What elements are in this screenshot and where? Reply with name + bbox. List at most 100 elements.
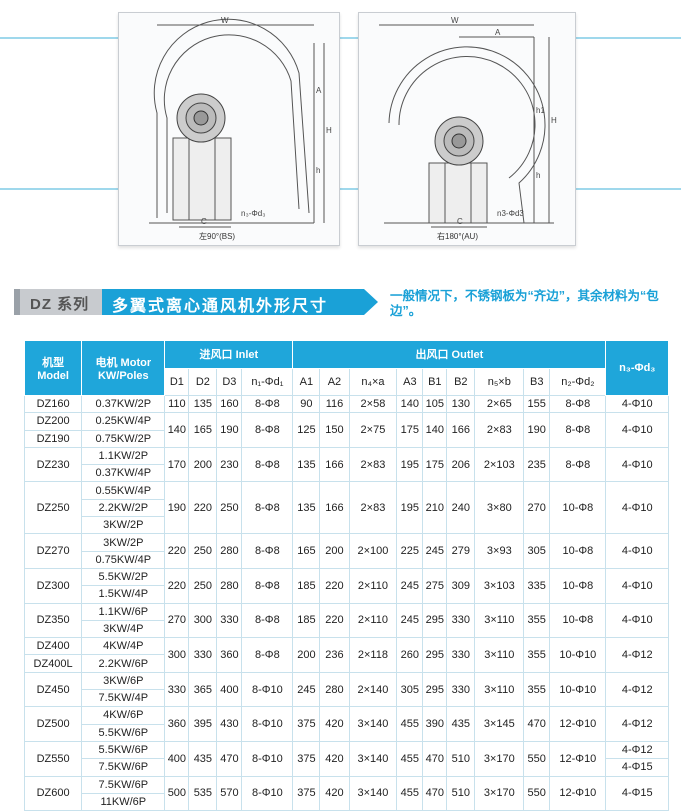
inlet-cell: 300 (188, 602, 218, 639)
inlet-cell: 400 (164, 740, 190, 777)
motor-cell: 0.75KW/4P (81, 550, 166, 569)
subheader-outlet-2: n₄×a (348, 367, 398, 396)
decor-line-top (0, 37, 681, 39)
outlet-cell: 235 (523, 446, 551, 483)
outlet-cell: 3×140 (348, 775, 398, 812)
model-cell: DZ500 (23, 706, 83, 742)
model-cell: DZ230 (23, 446, 83, 483)
inlet-cell: 230 (216, 446, 243, 483)
outlet-cell: 12-Φ10 (549, 706, 607, 742)
outlet-cell: 3×145 (474, 706, 525, 742)
outlet-cell: 355 (523, 602, 551, 639)
motor-cell: 3KW/2P (81, 533, 166, 552)
n3d3-cell: 4-Φ10 (605, 412, 669, 448)
motor-cell: 0.37KW/4P (81, 464, 166, 483)
outlet-cell: 8-Φ8 (549, 394, 607, 414)
n3d3-cell: 4-Φ15 (605, 775, 669, 812)
motor-cell: 1.1KW/6P (81, 602, 166, 621)
outlet-cell: 3×170 (474, 775, 525, 812)
outlet-cell: 295 (422, 671, 448, 708)
n3d3-cell: 4-Φ10 (605, 446, 669, 483)
outlet-cell: 455 (396, 775, 424, 812)
outlet-cell: 10-Φ10 (549, 671, 607, 708)
model-cell: DZ550 (23, 740, 83, 777)
outlet-cell: 166 (319, 446, 350, 483)
outlet-cell: 295 (422, 637, 448, 673)
outlet-cell: 420 (319, 740, 350, 777)
inlet-cell: 8-Φ10 (241, 706, 294, 742)
inlet-cell: 250 (188, 567, 218, 604)
outlet-cell: 330 (446, 602, 476, 639)
outlet-cell: 166 (446, 412, 476, 448)
model-cell: DZ200 (23, 412, 83, 431)
motor-cell: 7.5KW/4P (81, 689, 166, 708)
outlet-cell: 295 (422, 602, 448, 639)
model-cell: DZ450 (23, 671, 83, 708)
outlet-cell: 2×100 (348, 533, 398, 569)
outlet-cell: 155 (523, 394, 551, 414)
dim-c-right: C (457, 217, 463, 226)
inlet-cell: 200 (188, 446, 218, 483)
outlet-cell: 116 (319, 394, 350, 414)
dim-h-upper-left: H (326, 126, 332, 135)
outlet-cell: 175 (422, 446, 448, 483)
model-name: DZ500 (36, 718, 70, 731)
inlet-cell: 8-Φ8 (241, 567, 294, 604)
section-title-text: 多翼式离心通风机外形尺寸 (112, 298, 329, 315)
inlet-cell: 430 (216, 706, 243, 742)
n3d3-cell: 4-Φ12 (605, 706, 669, 742)
table-row: 2.2KW/2P (25, 498, 669, 518)
inlet-cell: 395 (188, 706, 218, 742)
outlet-cell: 2×140 (348, 671, 398, 708)
motor-cell: 1.1KW/2P (81, 446, 166, 466)
outlet-cell: 200 (292, 637, 321, 673)
outlet-cell: 2×83 (348, 446, 398, 483)
outlet-cell: 130 (446, 394, 476, 414)
outlet-cell: 12-Φ10 (549, 775, 607, 812)
model-cell: DZ270 (23, 533, 83, 569)
model-name: DZ250 (36, 501, 70, 514)
outlet-cell: 135 (292, 446, 321, 483)
inlet-cell: 280 (216, 567, 243, 604)
outlet-cell: 185 (292, 602, 321, 639)
dim-h1-right: h1 (536, 106, 545, 115)
motor-cell: 4KW/6P (81, 706, 166, 725)
outlet-cell: 3×110 (474, 602, 525, 639)
n3d3-cell: 4-Φ10 (605, 567, 669, 604)
model-cell: DZ160 (23, 394, 83, 414)
outlet-cell: 2×83 (348, 481, 398, 535)
motor-cell: 3KW/2P (81, 516, 166, 535)
model-cell: DZ400 (23, 637, 83, 656)
subheader-outlet-3: A3 (396, 367, 424, 396)
inlet-cell: 8-Φ8 (241, 446, 294, 483)
outlet-cell: 225 (396, 533, 424, 569)
motor-cell: 4KW/4P (81, 637, 166, 656)
outlet-cell: 455 (396, 706, 424, 742)
header-outlet: 出风口 Outlet (292, 340, 607, 369)
inlet-cell: 8-Φ10 (241, 671, 294, 708)
outlet-cell: 195 (396, 446, 424, 483)
n3d3-cell: 4-Φ12 (605, 637, 669, 673)
title-arrow-icon (364, 289, 378, 315)
outlet-cell: 135 (292, 481, 321, 535)
inlet-cell: 470 (216, 740, 243, 777)
outlet-cell: 2×83 (474, 412, 525, 448)
outlet-cell: 420 (319, 775, 350, 812)
motor-cell: 1.5KW/4P (81, 585, 166, 604)
outlet-cell: 390 (422, 706, 448, 742)
outlet-cell: 3×140 (348, 740, 398, 777)
inlet-cell: 190 (216, 412, 243, 448)
outlet-cell: 375 (292, 740, 321, 777)
inlet-cell: 190 (164, 481, 190, 535)
outlet-cell: 375 (292, 706, 321, 742)
inlet-cell: 330 (164, 671, 190, 708)
outlet-cell: 550 (523, 775, 551, 812)
motor-cell: 7.5KW/6P (81, 758, 166, 777)
model-cell: DZ600 (23, 775, 83, 812)
outlet-cell: 2×118 (348, 637, 398, 673)
